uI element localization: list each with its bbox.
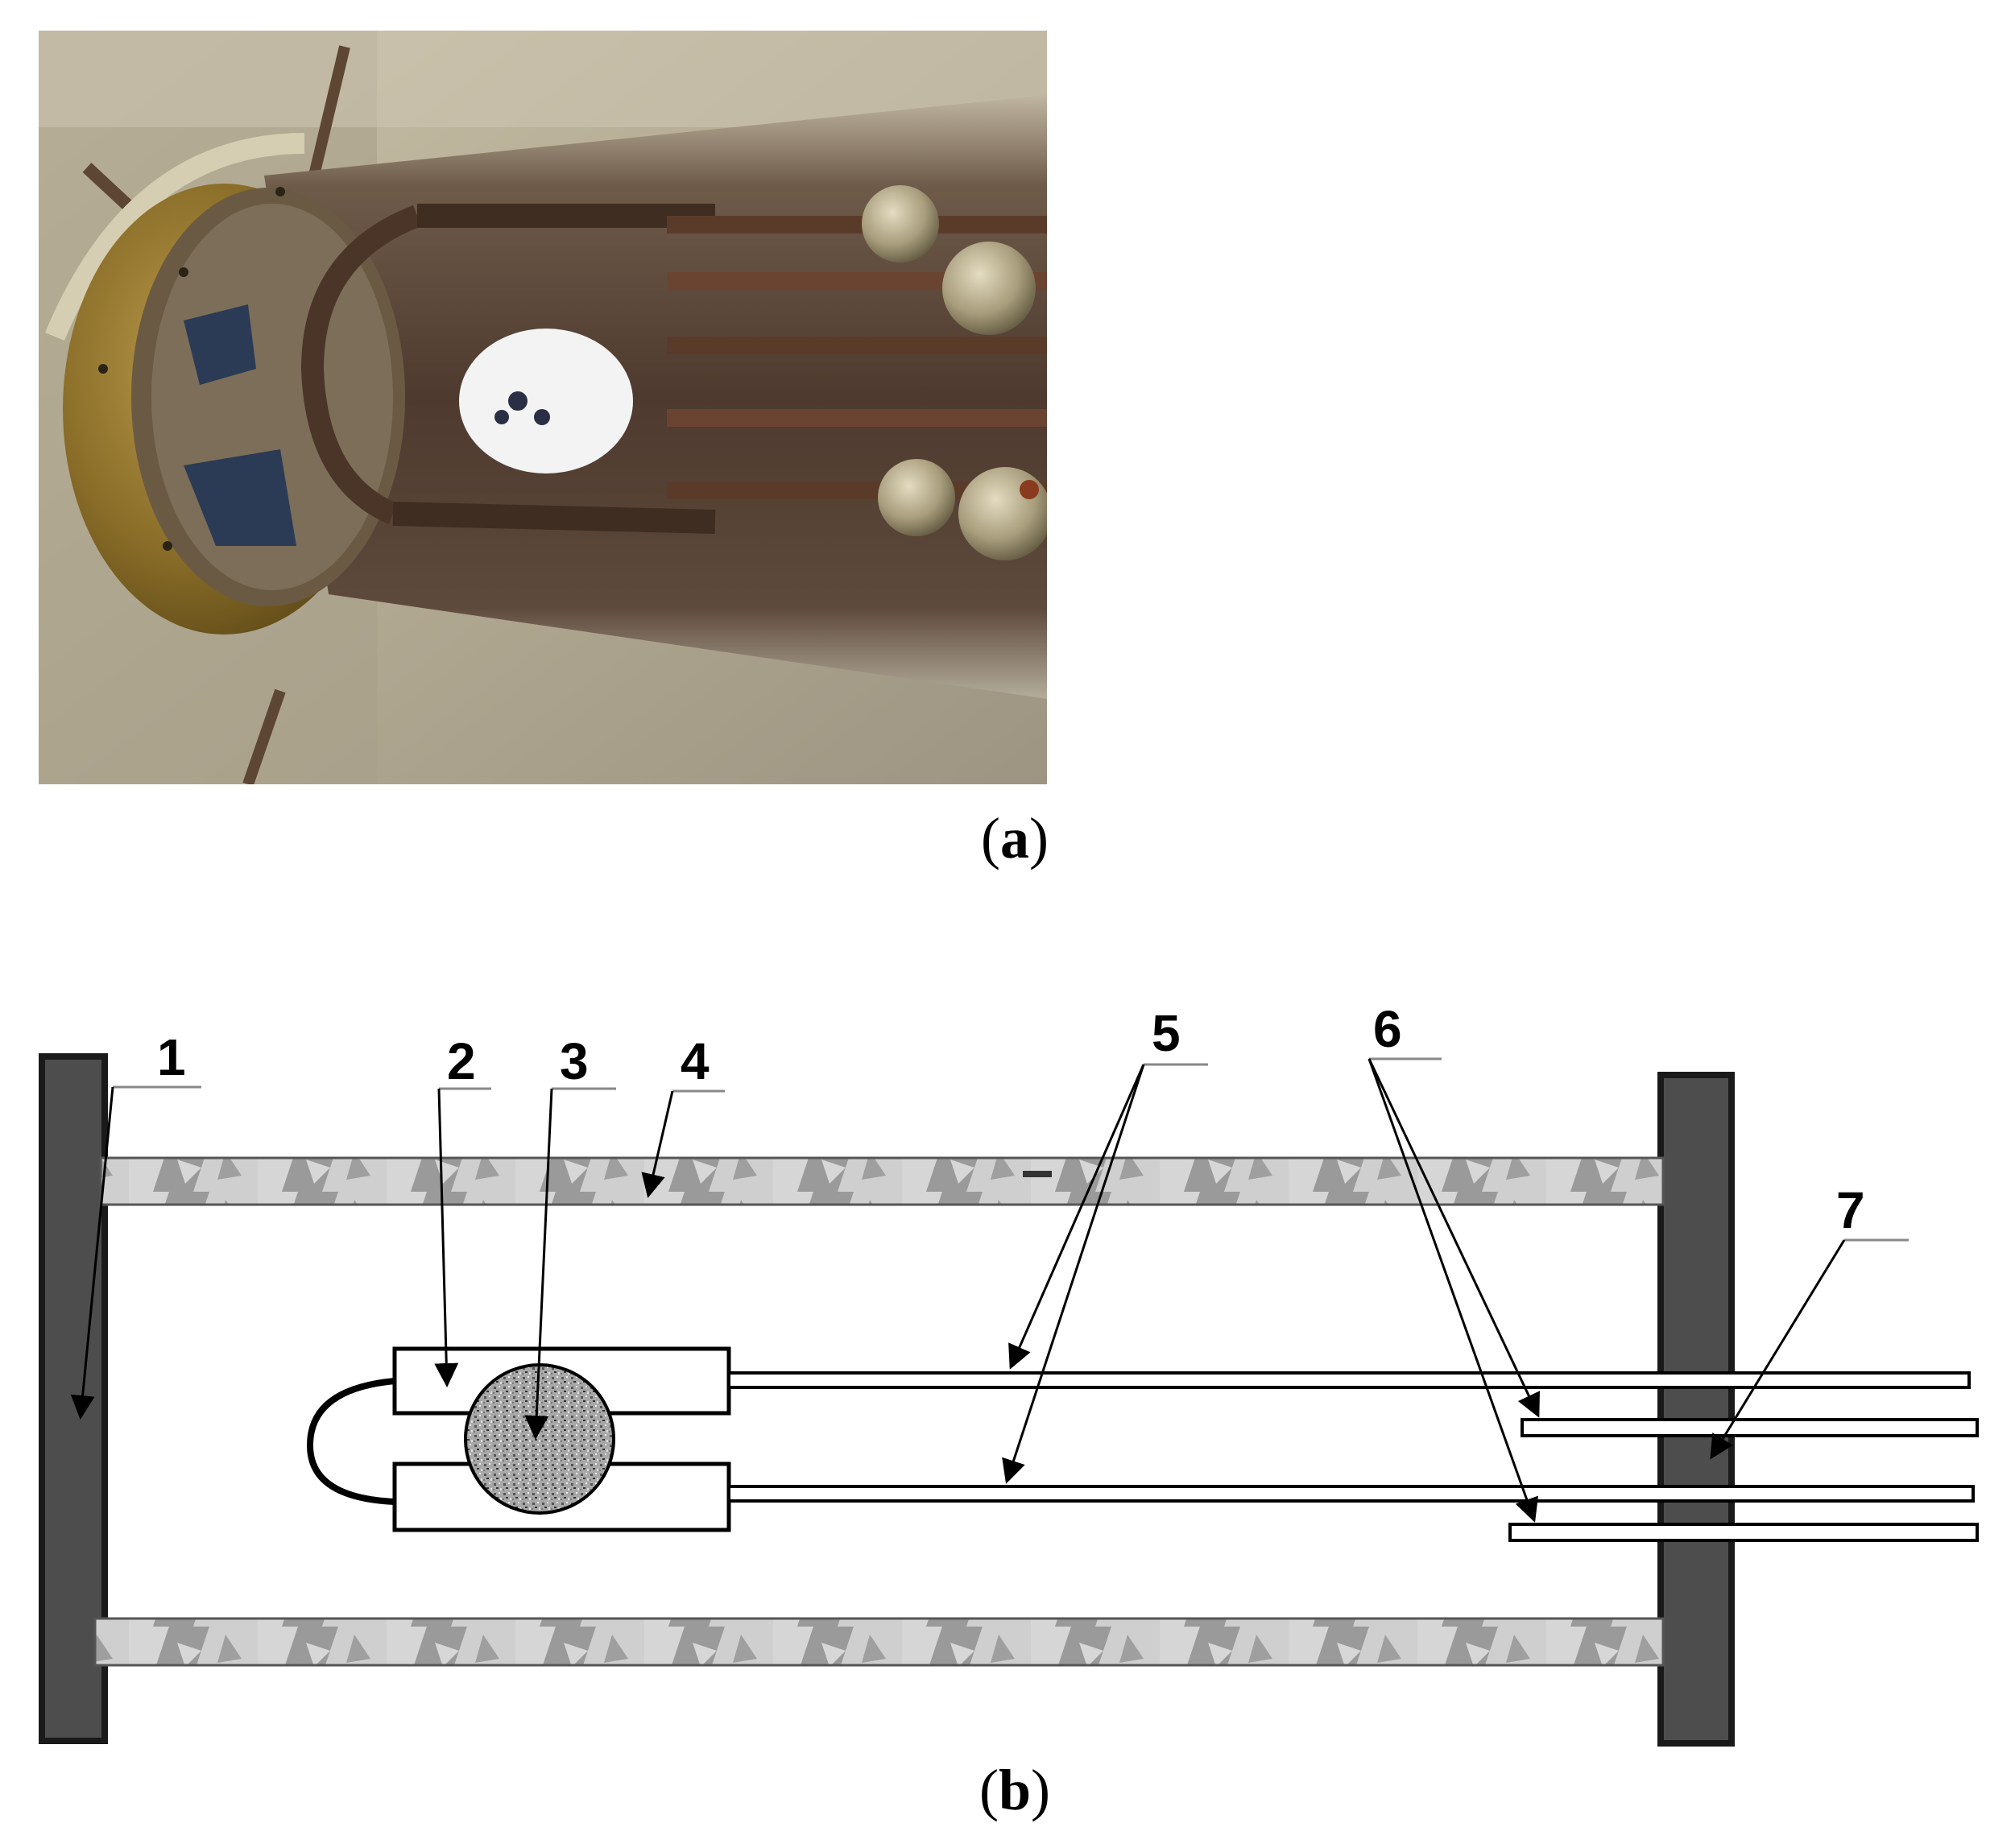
label-7: 7 <box>1836 1181 1865 1239</box>
schematic-panel-b: 1 2 3 4 5 6 7 <box>39 1000 1979 1747</box>
upper-thermocouple <box>1521 1418 1979 1437</box>
caption-a-close: ) <box>1028 806 1049 870</box>
sample <box>464 1363 615 1515</box>
caption-a-open: ( <box>981 806 1000 870</box>
caption-b-letter: b <box>998 1758 1032 1822</box>
tube-wall-bottom <box>93 1617 1665 1667</box>
upper-lead <box>727 1371 1971 1389</box>
label-2: 2 <box>447 1032 476 1090</box>
caption-a: (a) <box>981 805 1049 872</box>
label-6: 6 <box>1373 1000 1402 1058</box>
caption-a-letter: a <box>999 806 1029 870</box>
right-flange <box>1657 1072 1735 1747</box>
connecting-wire <box>306 1378 395 1505</box>
label-1: 1 <box>157 1028 186 1086</box>
label-3: 3 <box>560 1032 589 1090</box>
tube-wall-top <box>99 1156 1665 1206</box>
label-5: 5 <box>1152 1004 1181 1062</box>
caption-b: (b) <box>979 1757 1050 1824</box>
caption-b-close: ) <box>1031 1758 1051 1822</box>
label-4: 4 <box>681 1032 710 1090</box>
lower-thermocouple <box>1508 1523 1979 1542</box>
caption-b-open: ( <box>979 1758 999 1822</box>
photo-panel-a <box>39 31 1047 784</box>
lower-lead <box>727 1485 1975 1503</box>
